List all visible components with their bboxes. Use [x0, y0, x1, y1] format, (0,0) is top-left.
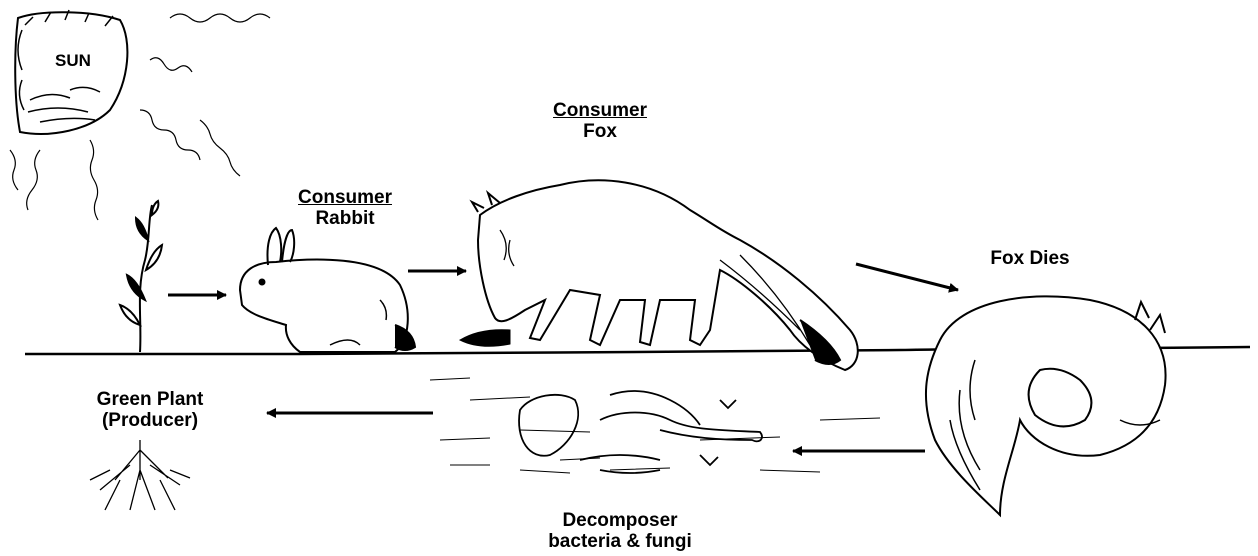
fox-dies-text: Fox Dies: [960, 248, 1100, 269]
rabbit-name-label: Rabbit: [265, 208, 425, 229]
fox-name-label: Fox: [520, 121, 680, 142]
rabbit-consumer-label: Consumer Rabbit: [265, 187, 425, 229]
remains-drawing: [519, 391, 762, 473]
roots-drawing: [90, 440, 190, 510]
decomposer-label: Decomposer bacteria & fungi: [520, 510, 720, 552]
decomposer-line2: bacteria & fungi: [520, 531, 720, 552]
producer-label: Green Plant (Producer): [50, 389, 250, 431]
producer-line1: Green Plant: [50, 389, 250, 410]
plant-drawing: [120, 201, 162, 352]
fox-role-label: Consumer: [520, 100, 680, 121]
sun-drawing: [10, 10, 270, 220]
sun-label-text: SUN: [40, 50, 106, 71]
fox-dies-label: Fox Dies: [960, 248, 1100, 269]
fox-drawing: [460, 180, 858, 370]
decomposer-line1: Decomposer: [520, 510, 720, 531]
rabbit-role-label: Consumer: [265, 187, 425, 208]
sun-label: SUN: [40, 50, 106, 71]
fox-consumer-label: Consumer Fox: [520, 100, 680, 142]
dead-fox-drawing: [926, 296, 1166, 515]
arrow-fox-to-fox-dies: [856, 264, 958, 290]
rabbit-drawing: [240, 228, 415, 352]
producer-line2: (Producer): [50, 410, 250, 431]
